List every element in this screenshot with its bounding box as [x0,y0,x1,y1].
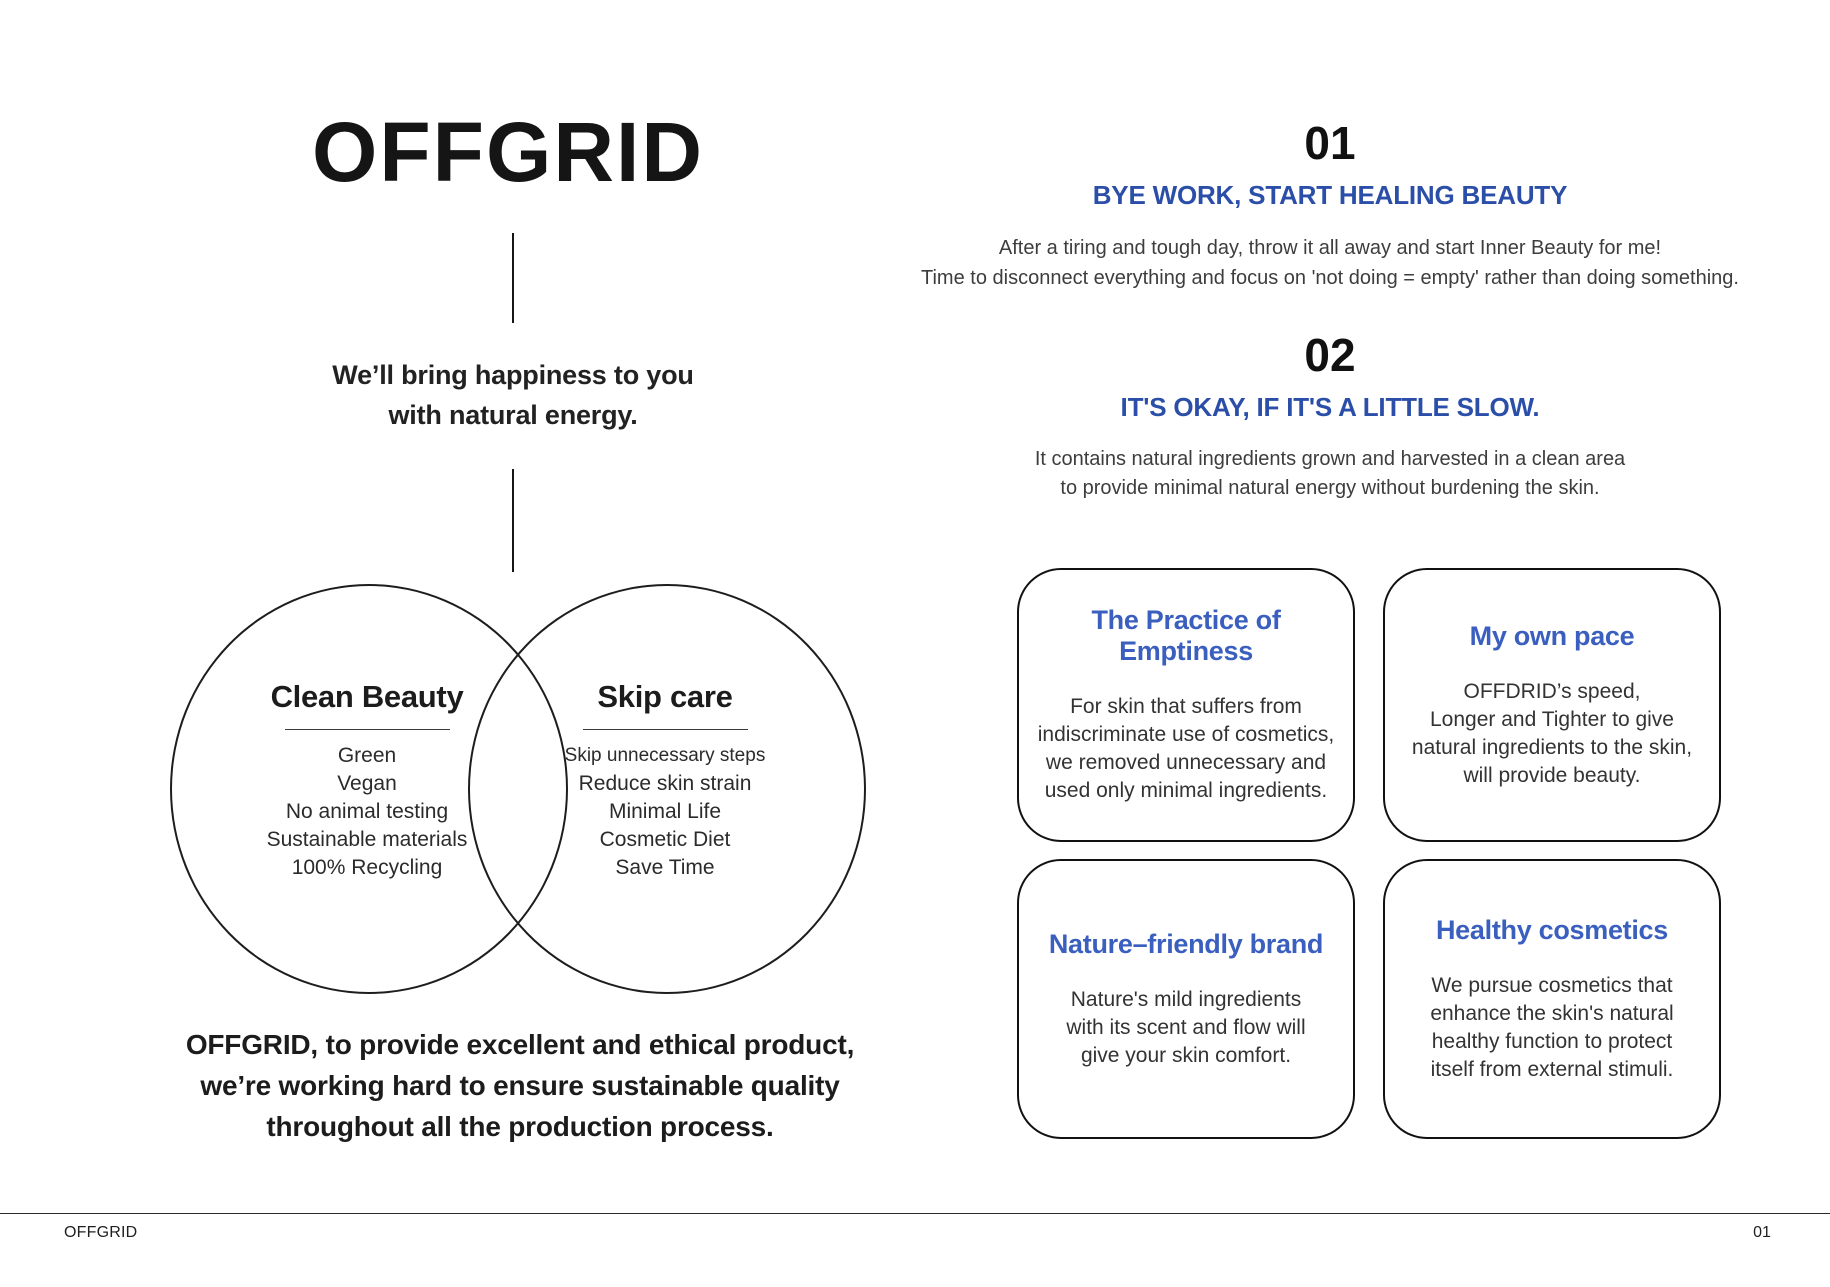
mission-line-2: we’re working hard to ensure sustainable… [200,1070,840,1101]
section-1-title: BYE WORK, START HEALING BEAUTY [1092,180,1568,210]
section-2-body-line-2: to provide minimal natural energy withou… [1060,477,1600,499]
card-body: For skin that suffers from indiscriminat… [1037,695,1335,802]
card-title: Healthy cosmetics [1435,914,1668,945]
venn-item: Minimal Life [608,800,722,823]
mission-line-1: OFFGRID, to provide excellent and ethica… [185,1029,855,1060]
footer-page-number: 01 [1753,1224,1771,1241]
section-1-body: After a tiring and tough day, throw it a… [830,233,1830,293]
venn-title-underline [582,729,748,730]
card-title: My own pace [1469,620,1635,651]
section-2-number: 02 [1304,329,1356,381]
vertical-divider-line-top [512,233,514,323]
venn-content-clean-beauty: Clean Beauty Green Vegan No animal testi… [212,679,522,882]
footer-divider-line [0,1213,1830,1214]
card-body: OFFDRID’s speed, Longer and Tighter to g… [1411,679,1693,787]
venn-title-skip-care: Skip care [597,679,733,714]
venn-item: 100% Recycling [291,856,443,879]
value-card-healthy-cosmetics: Healthy cosmetics We pursue cosmetics th… [1383,859,1721,1139]
venn-title-underline [284,729,450,730]
tagline-line-1: We’ll bring happiness to you [332,360,694,390]
venn-title-clean-beauty: Clean Beauty [270,679,464,714]
venn-item: Save Time [615,856,715,879]
section-2-body-line-1: It contains natural ingredients grown an… [1034,448,1626,470]
venn-item: Green [337,744,397,767]
venn-item: Reduce skin strain [578,772,752,795]
venn-item: Skip unnecessary steps [564,745,766,766]
section-1-number: 01 [1304,117,1356,169]
card-body: Nature's mild ingredients with its scent… [1066,987,1306,1067]
brand-tagline: We’ll bring happiness to you with natura… [238,355,788,435]
mission-line-3: throughout all the production process. [266,1111,774,1142]
card-body: We pursue cosmetics that enhance the ski… [1430,973,1674,1081]
mission-statement: OFFGRID, to provide excellent and ethica… [145,1024,895,1147]
vertical-divider-line-bottom [512,469,514,572]
card-title: Nature–friendly brand [1048,928,1324,959]
value-card-practice-of-emptiness: The Practice of Emptiness For skin that … [1017,568,1355,842]
value-card-my-own-pace: My own pace OFFDRID’s speed, Longer and … [1383,568,1721,842]
section-2-title: IT'S OKAY, IF IT'S A LITTLE SLOW. [1120,392,1540,422]
venn-circle-skip-care [468,584,866,994]
tagline-line-2: with natural energy. [388,400,638,430]
card-title: The Practice of Emptiness [1091,605,1281,666]
section-2-body: It contains natural ingredients grown an… [830,445,1830,503]
section-1-body-line-2: Time to disconnect everything and focus … [921,267,1739,289]
venn-item: Cosmetic Diet [599,828,731,851]
venn-content-skip-care: Skip care Skip unnecessary steps Reduce … [510,679,820,882]
venn-item: No animal testing [285,800,449,823]
value-card-nature-friendly-brand: Nature–friendly brand Nature's mild ingr… [1017,859,1355,1139]
venn-item: Sustainable materials [266,828,468,851]
brand-title: OFFGRID [312,105,704,199]
footer-brand-label: OFFGRID [64,1224,138,1241]
section-1-body-line-1: After a tiring and tough day, throw it a… [998,237,1662,259]
venn-item: Vegan [337,772,397,795]
